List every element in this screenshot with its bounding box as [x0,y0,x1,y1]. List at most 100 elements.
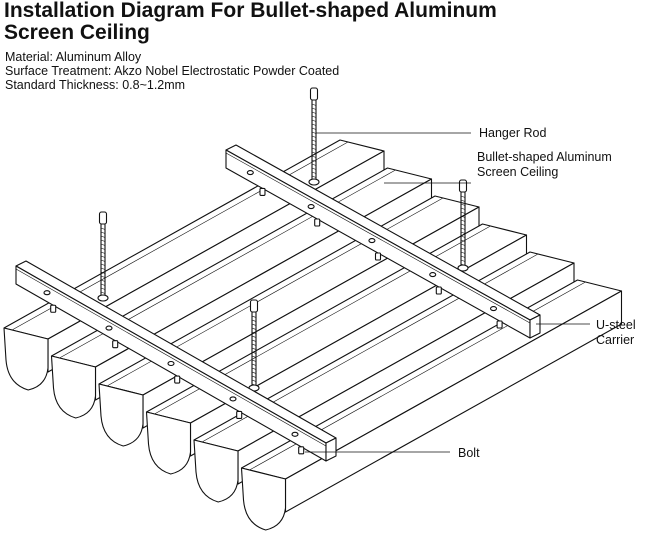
rod-thread [100,275,106,278]
rod-thread [251,339,257,342]
hanger-rods [97,87,469,392]
rod-thread [311,103,317,106]
rod-thread [100,235,106,238]
bolt-icon [314,218,321,227]
callout-leaders [305,132,590,453]
rod-thread [251,371,257,374]
rod-thread [100,231,106,234]
rod-thread [251,347,257,350]
carrier-lip-line [15,268,327,447]
bolt-icon [435,286,442,295]
rod-thread [251,359,257,362]
rod-thread [311,171,317,174]
rod-thread [100,259,106,262]
rod-cap [98,211,108,225]
rod-thread [251,379,257,382]
strip-front-profile [193,439,239,503]
label-screen-ceiling-1: Bullet-shaped Aluminum [477,150,612,164]
spec-thickness: Standard Thickness: 0.8~1.2mm [5,78,186,92]
rod-thread [251,323,257,326]
rod-thread [460,239,466,242]
rod-thread [460,235,466,238]
rod-thread [100,263,106,266]
rod-thread [460,223,466,226]
rod-thread [311,175,317,178]
rod-thread [460,203,466,206]
carrier-hole [246,170,254,176]
bolt-icon [174,375,181,384]
rod-thread [100,267,106,270]
strip-front-profile [145,411,192,475]
strip-front-profile [50,355,97,419]
label-carrier-1: U-steel [596,318,636,332]
bolt-icon [50,304,57,313]
u-steel-carrier [225,144,541,339]
title-line-2: Screen Ceiling [4,21,150,44]
rod-thread [460,227,466,230]
rod-thread [311,139,317,142]
rod-cap [249,299,259,313]
rod-thread [460,231,466,234]
carrier-lip-line [225,152,531,324]
rod-thread [251,327,257,330]
rod-thread [251,375,257,378]
rod-thread [100,239,106,242]
label-screen-ceiling-2: Screen Ceiling [477,165,558,179]
rod-thread [311,167,317,170]
carrier-end-face [325,437,337,462]
diagram-title: Installation Diagram For Bullet-shaped A… [4,0,497,44]
bolt-icon [298,446,305,455]
bolt-icon [259,187,266,196]
rod-thread [251,355,257,358]
rod-thread [100,255,106,258]
rod-thread [460,259,466,262]
rod-thread [460,219,466,222]
strip-front-profile [240,467,287,531]
rod-thread [251,331,257,334]
rod-thread [100,283,106,286]
bolt-icon [112,340,119,349]
rod-thread [251,343,257,346]
rod-thread [311,147,317,150]
label-hanger-rod: Hanger Rod [479,126,546,140]
rod-thread [460,247,466,250]
strip-front-profile [98,383,144,447]
rod-thread [311,111,317,114]
rod-thread [100,287,106,290]
rod-thread [460,243,466,246]
rod-cap [309,87,319,101]
rod-thread [251,315,257,318]
spec-list: Material: Aluminum Alloy Surface Treatme… [5,50,339,92]
rod-thread [460,255,466,258]
rod-thread [100,251,106,254]
carrier-hole [368,238,376,244]
title-line-1: Installation Diagram For Bullet-shaped A… [4,0,497,22]
carrier-hole [489,306,498,312]
bolt-icon [236,410,243,419]
rod-nut [457,264,469,272]
rod-thread [311,127,317,130]
rod-thread [251,367,257,370]
carrier-end-face [529,314,541,339]
hanger-rod [248,299,260,392]
rod-thread [100,279,106,282]
rod-thread [251,319,257,322]
label-bolt: Bolt [458,446,480,460]
spec-material: Material: Aluminum Alloy [5,50,142,64]
rod-thread [311,151,317,154]
strip-front-profile [3,327,49,391]
carrier-hole [105,325,113,331]
rod-nut [97,294,109,302]
rod-thread [251,363,257,366]
rod-thread [460,199,466,202]
carrier-hole [167,360,175,367]
carrier-hole [229,396,237,402]
bolt-icon [374,252,382,261]
rod-thread [460,195,466,198]
hanger-rod [97,211,109,302]
spec-surface-treatment: Surface Treatment: Akzo Nobel Electrosta… [5,64,340,78]
rod-thread [100,271,106,274]
rod-thread [311,131,317,134]
rod-thread [311,123,317,126]
